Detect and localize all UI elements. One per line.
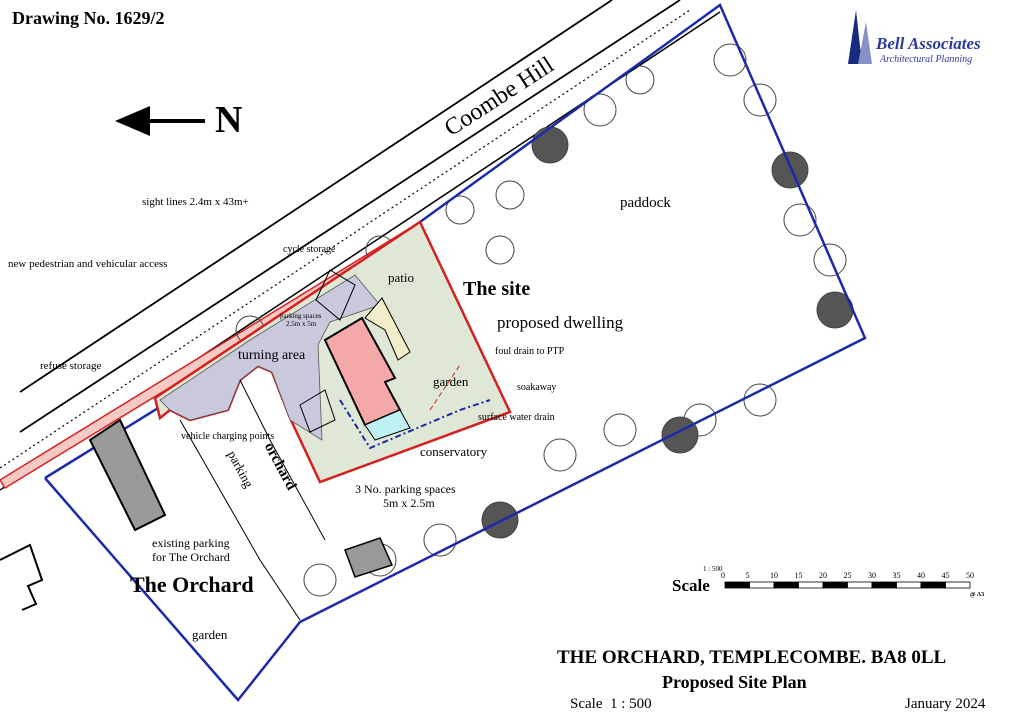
address: THE ORCHARD, TEMPLECOMBE. BA8 0LL xyxy=(557,647,947,668)
conservatory xyxy=(364,409,411,441)
north-label: N xyxy=(215,99,243,141)
scale-bar-tick-label: 25 xyxy=(843,571,852,580)
label-parking-spaces-1: parking spaces xyxy=(280,312,322,320)
label-garden-site: garden xyxy=(433,374,469,389)
scale-bar-ratio: 1 : 500 xyxy=(703,565,723,573)
label-existing-parking-1: existing parking xyxy=(152,536,230,550)
label-conservatory: conservatory xyxy=(420,444,488,459)
scale-bar-segment xyxy=(749,581,775,589)
scale-bar-segment xyxy=(920,581,946,589)
scale-bar-tick-label: 5 xyxy=(745,571,750,580)
neighbour-building xyxy=(0,543,44,611)
bell-associates-logo xyxy=(848,10,872,64)
surface-water-drain xyxy=(339,399,491,450)
scale-bar-segment xyxy=(724,581,750,589)
label-the-site: The site xyxy=(463,278,531,300)
scale-bar-segment xyxy=(798,581,824,589)
scale-bar-segment xyxy=(773,581,799,589)
scale-bar-tick-label: 30 xyxy=(868,571,876,580)
label-sight-lines: sight lines 2.4m x 43m+ xyxy=(142,196,249,208)
label-three-parking-2: 5m x 2.5m xyxy=(383,496,435,510)
scale-bar-segment xyxy=(896,581,922,589)
existing-building xyxy=(88,418,167,532)
label-paddock: paddock xyxy=(620,195,671,211)
outbuilding xyxy=(344,537,394,578)
foul-drain xyxy=(429,364,461,411)
logo-name: Bell Associates xyxy=(876,34,981,53)
scale-bar-segment xyxy=(822,581,848,589)
scale-bar-tick-label: 35 xyxy=(892,571,901,580)
scale-bar-tick-label: 0 xyxy=(721,571,725,580)
drawing-date: January 2024 xyxy=(905,696,986,712)
scale-bar-tick-label: 10 xyxy=(770,571,778,580)
label-foul-drain: foul drain to PTP xyxy=(495,346,565,357)
scale-bar-segment xyxy=(847,581,873,589)
north-arrow-icon xyxy=(115,106,205,136)
label-turning-area: turning area xyxy=(238,348,306,363)
parking-bays xyxy=(299,269,356,433)
label-the-orchard: The Orchard xyxy=(130,572,254,597)
scale-bar-segment xyxy=(871,581,897,589)
scale-bar-tick-label: 40 xyxy=(917,571,925,580)
orchard-drive-edge xyxy=(239,379,326,541)
scale-bar-segment xyxy=(945,581,971,589)
label-soakaway: soakaway xyxy=(517,382,557,393)
scale-bar-paper: @ A3 xyxy=(970,592,985,598)
label-surface-water-drain: surface water drain xyxy=(478,412,555,423)
patio xyxy=(364,297,411,361)
label-refuse-storage: refuse storage xyxy=(40,360,102,372)
drawing-title: Proposed Site Plan xyxy=(662,672,807,692)
scale-bar-tick-label: 50 xyxy=(966,571,974,580)
label-cycle-storage: cycle storage xyxy=(283,244,336,255)
label-new-access: new pedestrian and vehicular access xyxy=(8,258,168,270)
label-proposed-dwelling: proposed dwelling xyxy=(497,313,624,332)
scale-bar-title: Scale xyxy=(672,576,710,595)
scale-bar xyxy=(724,581,971,589)
scale-bar-tick-label: 15 xyxy=(794,571,803,580)
label-parking-spaces-2: 2.5m x 5m xyxy=(286,320,317,328)
scale-bar-tick-label: 45 xyxy=(941,571,950,580)
scale-bar-tick-label: 20 xyxy=(819,571,827,580)
label-three-parking-1: 3 No. parking spaces xyxy=(355,482,456,496)
drawing-number: Drawing No. 1629/2 xyxy=(12,8,165,28)
orchard-drive xyxy=(179,419,301,621)
driveway-turning-area xyxy=(159,274,381,441)
label-garden-orchard: garden xyxy=(192,627,228,642)
drawing-scale: Scale 1 : 500 xyxy=(570,696,652,712)
label-existing-parking-2: for The Orchard xyxy=(152,550,230,564)
label-vehicle-charging: vehicle charging points xyxy=(181,431,275,442)
label-patio: patio xyxy=(388,270,414,285)
logo-tagline: Architectural Planning xyxy=(880,54,973,65)
